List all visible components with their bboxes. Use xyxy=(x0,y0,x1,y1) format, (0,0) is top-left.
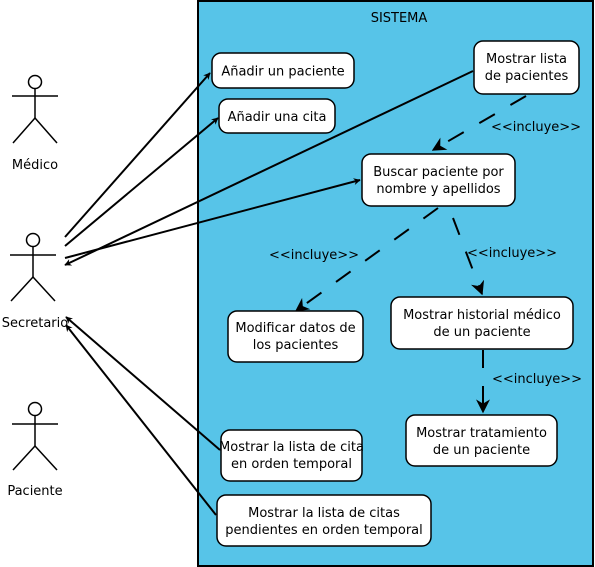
include-buscar-modificar-line xyxy=(294,207,439,312)
actor-leg-left xyxy=(10,276,34,302)
actor-leg-left xyxy=(12,117,36,144)
actor-label: Paciente xyxy=(7,484,62,499)
use-case-box xyxy=(390,296,574,350)
use-case-label-line-2: de pacientes xyxy=(485,69,569,84)
use-case-box xyxy=(220,429,363,482)
assoc-secretario-buscar-paciente xyxy=(64,178,361,259)
include-buscar-historial-line xyxy=(452,217,485,296)
include-buscar-historial-label: <<incluye>> xyxy=(467,246,557,261)
use-case-anadir-cita[interactable]: Añadir una cita xyxy=(218,98,336,134)
actor-head xyxy=(27,401,43,417)
use-case-box xyxy=(361,153,516,207)
actor-leg-right xyxy=(32,276,56,302)
use-case-label-line-1: Mostrar historial médico xyxy=(403,308,561,323)
actor-paciente[interactable]: Paciente xyxy=(7,401,63,500)
include-buscar-modificar-label: <<incluye>> xyxy=(269,248,359,263)
system-title: SISTEMA xyxy=(371,11,428,26)
actor-head xyxy=(27,74,43,90)
use-case-box xyxy=(211,52,355,89)
assoc-lista-citas-pendientes-secretario xyxy=(65,324,217,516)
use-case-label: Añadir un paciente xyxy=(221,65,344,80)
use-case-label-line-2: de un paciente xyxy=(433,443,530,458)
use-case-box xyxy=(227,310,364,363)
actor-leg-right xyxy=(34,445,58,471)
use-case-mostrar-historial[interactable]: Mostrar historial médico de un paciente xyxy=(390,296,574,350)
assoc-secretario-anadir-cita xyxy=(64,117,219,247)
assoc-lista-cita-secretario xyxy=(65,316,221,451)
include-lista-buscar-line xyxy=(431,95,527,151)
use-case-label-line-2: los pacientes xyxy=(253,338,339,353)
use-case-label-line-1: Mostrar la lista de cita xyxy=(219,440,364,455)
use-case-label-line-1: Buscar paciente por xyxy=(373,165,504,180)
use-case-label-line-1: Mostrar tratamiento xyxy=(416,426,547,441)
actor-label: Médico xyxy=(12,158,58,173)
actor-medico[interactable]: Médico xyxy=(12,74,58,174)
use-case-label-line-2: de un paciente xyxy=(433,325,530,340)
use-case-label-line-1: Mostrar la lista de citas xyxy=(248,506,400,521)
use-case-label: Añadir una cita xyxy=(228,110,327,125)
use-case-label-line-1: Modificar datos de xyxy=(235,321,355,336)
actor-secretario[interactable]: Secretario xyxy=(2,232,68,332)
use-case-mostrar-tratamiento[interactable]: Mostrar tratamiento de un paciente xyxy=(405,414,558,467)
use-case-box xyxy=(473,40,580,95)
actor-head xyxy=(25,232,41,248)
include-lista-buscar-label: <<incluye>> xyxy=(491,120,581,135)
include-historial-tratamiento-label: <<incluye>> xyxy=(492,372,582,387)
use-case-buscar-paciente[interactable]: Buscar paciente por nombre y apellidos xyxy=(361,153,516,207)
use-case-label-line-1: Mostrar lista xyxy=(486,52,567,67)
use-case-box xyxy=(405,414,558,467)
use-case-lista-cita-temporal[interactable]: Mostrar la lista de cita en orden tempor… xyxy=(219,429,364,482)
actor-label: Secretario xyxy=(2,316,68,331)
use-case-box xyxy=(218,98,336,134)
use-case-anadir-paciente[interactable]: Añadir un paciente xyxy=(211,52,355,89)
use-case-modificar-datos[interactable]: Modificar datos de los pacientes xyxy=(227,310,364,363)
actor-leg-right xyxy=(34,117,58,144)
use-case-label-line-2: pendientes en orden temporal xyxy=(225,523,423,538)
assoc-secretario-anadir-paciente xyxy=(64,72,211,238)
use-case-box xyxy=(216,494,432,547)
use-case-label-line-2: nombre y apellidos xyxy=(376,182,500,197)
use-case-mostrar-lista-pacientes[interactable]: Mostrar lista de pacientes xyxy=(473,40,580,95)
use-case-label-line-2: en orden temporal xyxy=(231,457,352,472)
use-case-lista-citas-pendientes[interactable]: Mostrar la lista de citas pendientes en … xyxy=(216,494,432,547)
actor-leg-left xyxy=(12,445,36,471)
assoc-lista-pacientes-secretario xyxy=(64,70,474,266)
